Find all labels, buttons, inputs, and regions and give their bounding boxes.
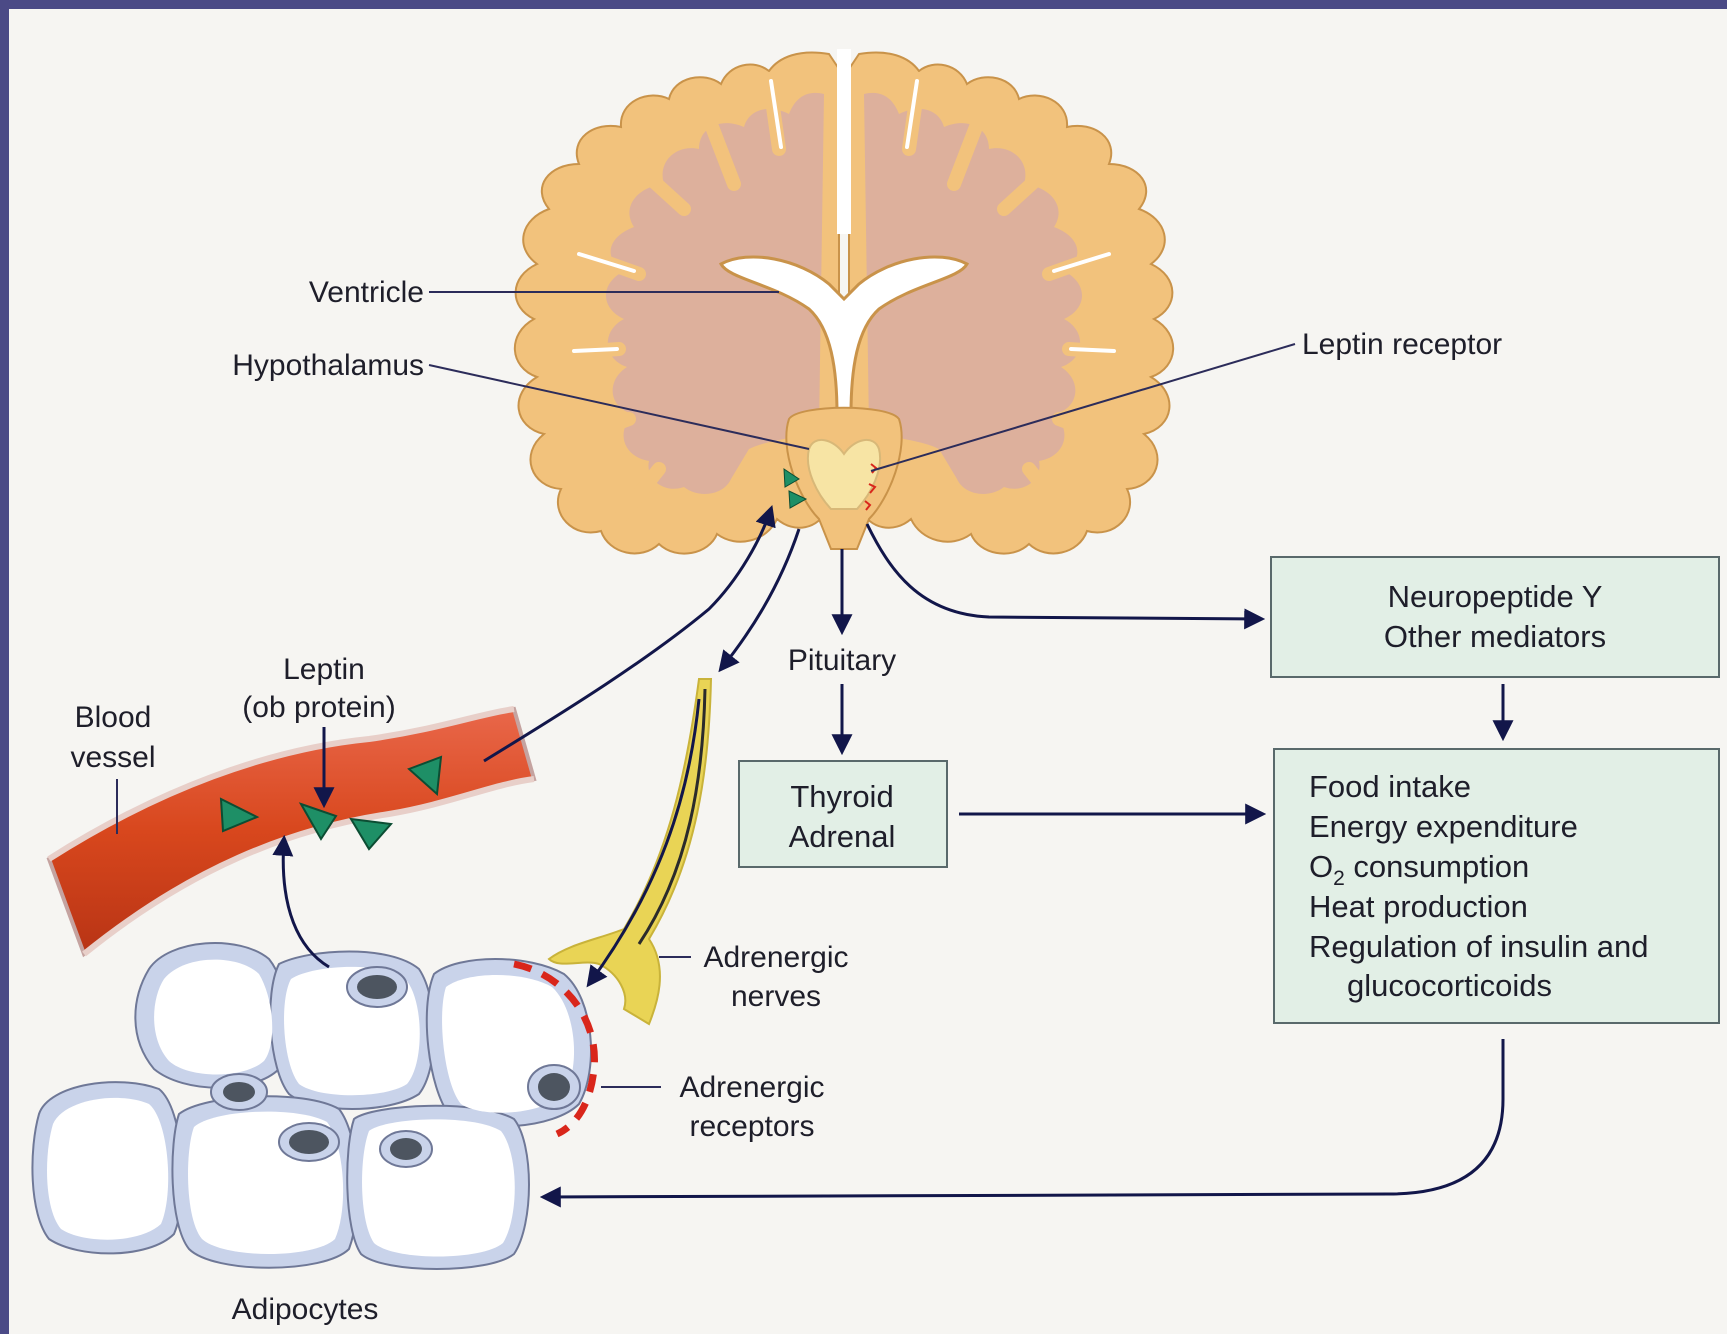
vessel-leptin-3 xyxy=(351,819,391,849)
arrow-effects-to-adipocytes xyxy=(544,1039,1503,1197)
neuropeptide-line2: Other mediators xyxy=(1384,619,1606,654)
neuropeptide-box xyxy=(1271,557,1719,677)
effect-food-intake: Food intake xyxy=(1309,769,1471,804)
figure-panel: Neuropeptide Y Other mediators Thyroid A… xyxy=(9,9,1727,1334)
label-hypothalamus: Hypothalamus xyxy=(232,349,424,382)
effect-energy-expenditure: Energy expenditure xyxy=(1309,809,1578,844)
label-leptin-1: Leptin xyxy=(283,653,365,686)
thyroid-line: Thyroid xyxy=(790,779,893,814)
adrenergic-nerve xyxy=(549,679,711,1024)
label-adrenergic-nerves-2: nerves xyxy=(731,980,821,1013)
effect-heat-production: Heat production xyxy=(1309,889,1528,924)
nerve-fiber xyxy=(549,679,711,1024)
brain-coronal-section xyxy=(515,49,1173,554)
adrenal-line: Adrenal xyxy=(789,819,896,854)
neuropeptide-line1: Neuropeptide Y xyxy=(1388,579,1603,614)
effect-regulation: Regulation of insulin and xyxy=(1309,929,1649,964)
label-ventricle: Ventricle xyxy=(309,276,424,309)
label-adrenergic-receptors-2: receptors xyxy=(689,1110,814,1143)
label-leptin-2: (ob protein) xyxy=(242,691,395,724)
label-adipocytes: Adipocytes xyxy=(232,1293,379,1326)
leptin-pathway-diagram: Neuropeptide Y Other mediators Thyroid A… xyxy=(9,9,1727,1334)
label-adrenergic-receptors-1: Adrenergic xyxy=(679,1071,824,1104)
label-leptin-receptor: Leptin receptor xyxy=(1302,328,1502,361)
label-blood-1: Blood xyxy=(75,701,152,734)
label-adrenergic-nerves-1: Adrenergic xyxy=(703,941,848,974)
label-pituitary: Pituitary xyxy=(788,644,896,677)
arrow-adipocyte-to-vessel xyxy=(283,839,329,967)
effect-glucocorticoids: glucocorticoids xyxy=(1347,968,1552,1003)
label-blood-2: vessel xyxy=(70,741,155,774)
